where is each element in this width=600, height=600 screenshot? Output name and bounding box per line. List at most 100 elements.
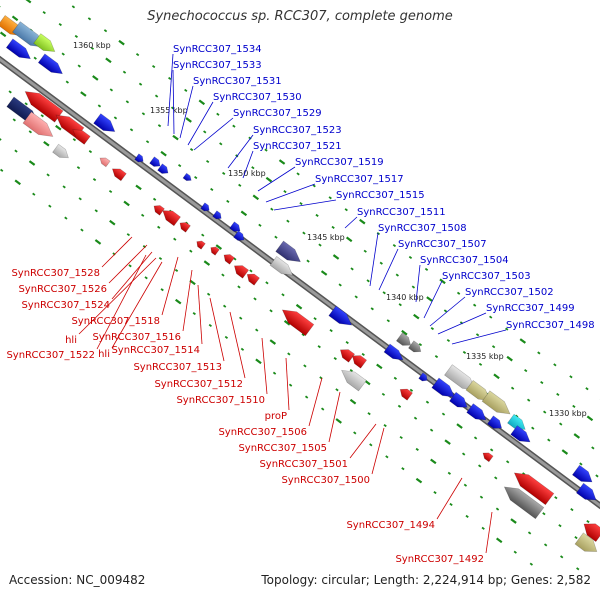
forward-gene-arrow [486, 415, 503, 429]
tick-mark [269, 339, 277, 345]
tick-mark [92, 178, 97, 182]
tick-mark [321, 407, 325, 411]
tick-mark [237, 285, 241, 289]
tick-mark [270, 207, 274, 211]
reverse-gene-arrow [246, 273, 260, 286]
tick-mark [569, 375, 573, 379]
tick-mark [345, 340, 349, 345]
forward-gene-label: SynRCC307_1533 [173, 60, 262, 71]
reverse-leader-line [436, 477, 463, 520]
tick-mark [239, 316, 243, 320]
tick-mark [408, 255, 413, 260]
reverse-gene-labels: SynRCC307_1528SynRCC307_1526SynRCC307_15… [6, 268, 484, 565]
tick-mark [145, 140, 150, 144]
tick-mark [288, 383, 293, 387]
tick-mark [25, 0, 32, 4]
tick-mark [315, 213, 319, 218]
tick-mark [524, 369, 528, 373]
tick-mark [447, 471, 452, 475]
tick-mark [232, 124, 236, 128]
reverse-leader-line [349, 423, 377, 459]
map-title: Synechococcus sp. RCC307, complete genom… [147, 9, 453, 24]
tick-mark [253, 297, 257, 301]
reverse-gene-arrow [111, 168, 127, 182]
reverse-gene-arrow [72, 129, 91, 145]
tick-mark [238, 183, 242, 187]
forward-gene-arrow [212, 210, 222, 220]
forward-gene-arrow [395, 332, 412, 346]
tick-mark [425, 400, 430, 404]
tick-mark [381, 392, 386, 396]
tick-mark [28, 160, 36, 166]
tick-mark [383, 424, 387, 428]
tick-mark [560, 555, 564, 559]
tick-mark [392, 243, 397, 248]
tick-mark [456, 291, 461, 295]
reverse-leader-line [108, 244, 148, 284]
tick-mark [189, 249, 193, 253]
tick-mark [399, 435, 403, 440]
tick-mark [251, 166, 255, 170]
tick-mark [344, 208, 348, 212]
tick-mark [14, 179, 21, 186]
forward-gene-label: SynRCC307_1499 [486, 303, 575, 314]
forward-leader-line [378, 248, 399, 291]
tick-mark [118, 39, 125, 46]
tick-mark [489, 315, 493, 319]
leader-lines [78, 53, 507, 554]
tick-mark [48, 204, 52, 208]
tick-mark [97, 104, 102, 108]
tick-mark [252, 194, 260, 201]
forward-gene-label: SynRCC307_1523 [253, 125, 342, 136]
reverse-gene-label: SynRCC307_1500 [281, 475, 370, 486]
tick-mark [126, 233, 131, 237]
reverse-gene-label: SynRCC307_1516 [92, 332, 181, 343]
tick-mark [376, 363, 383, 370]
reverse-leader-line [197, 284, 203, 345]
forward-leader-line [423, 280, 443, 319]
tick-mark [306, 259, 310, 263]
scale-label-1335: 1335 kbp [466, 352, 504, 361]
tick-mark [122, 70, 127, 74]
tick-mark [278, 159, 286, 165]
tick-mark [553, 363, 557, 367]
tick-mark [175, 298, 182, 305]
tick-mark [201, 233, 205, 237]
tick-mark [203, 260, 211, 266]
tick-mark [40, 114, 44, 118]
forward-gene-arrow [229, 221, 241, 232]
reverse-gene-label: SynRCC307_1518 [71, 316, 160, 327]
tick-mark [345, 236, 353, 243]
reverse-gene-arrow [583, 523, 600, 543]
tick-mark [556, 392, 560, 397]
tick-mark [78, 197, 82, 201]
forward-gene-arrow [275, 240, 301, 263]
tick-mark [547, 438, 551, 442]
tick-mark [576, 567, 580, 571]
tick-mark [125, 100, 130, 104]
tick-mark [426, 296, 433, 302]
forward-gene-arrow [383, 343, 404, 361]
forward-gene-label: SynRCC307_1504 [420, 255, 509, 266]
tick-mark [138, 82, 143, 86]
tick-mark [303, 364, 307, 368]
tick-mark [595, 474, 599, 478]
tick-mark [430, 458, 437, 465]
tick-mark [198, 99, 206, 106]
tick-mark [543, 410, 547, 414]
tick-mark [77, 64, 81, 68]
reverse-leader-line [182, 269, 193, 332]
tick-mark [206, 292, 211, 296]
tick-mark [258, 223, 262, 227]
backbone [0, 55, 600, 510]
reverse-gene-arrow [513, 472, 555, 506]
tick-mark [359, 218, 366, 225]
tick-mark [158, 256, 163, 261]
tick-mark [397, 404, 402, 408]
tick-mark [94, 239, 102, 245]
tick-mark [304, 395, 309, 399]
tick-mark [286, 219, 290, 223]
tick-mark [281, 293, 285, 297]
reverse-leader-line [328, 391, 341, 443]
reverse-gene-label: SynRCC307_1522 [6, 350, 95, 361]
